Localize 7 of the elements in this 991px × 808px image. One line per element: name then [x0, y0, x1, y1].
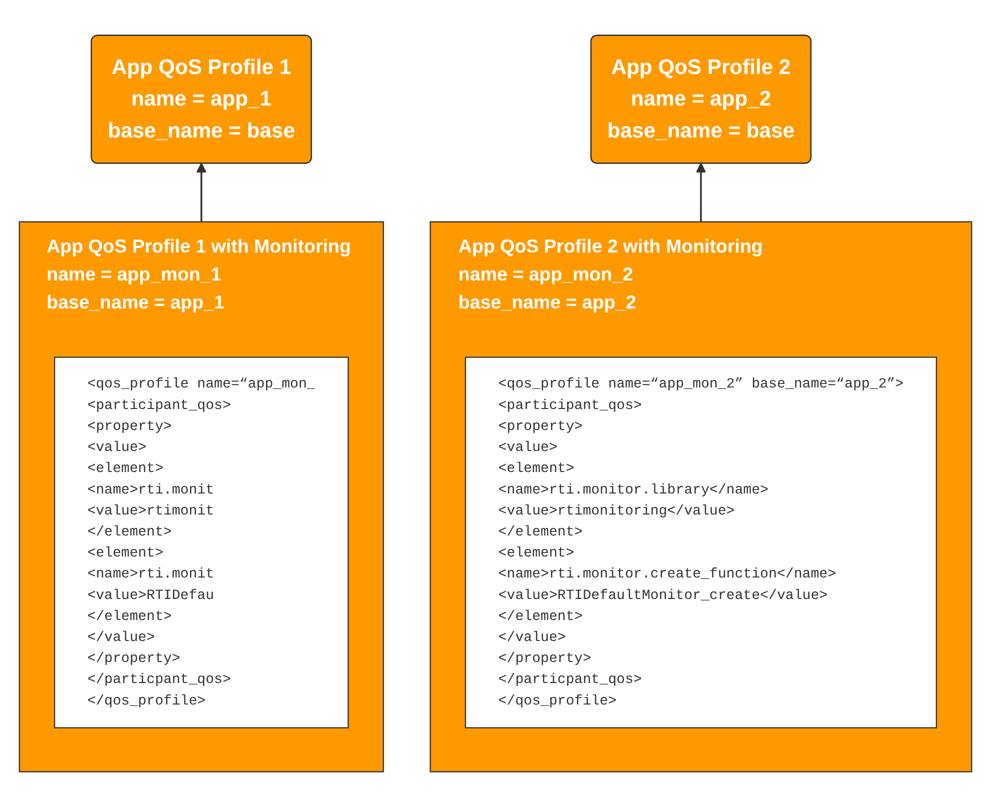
flowchart-diagram: App QoS Profile 1 with Monitoring name = app_mon_1 base_name = app_1 <qos_profile name=“app_mon_ <participant_qos> <property> <value> <element> <name>rti.monit <value>rtimonit </element> <element> <name>rti.monit <value>RTIDefau </element> </value> </property> </particpant_qos> </qos_profile> App QoS Profile 2 with Monitoring name = app_mon_2 base_name = app_2 <qos_profile name=“app_mon_2” base_name=“app_2”> <participant_qos> <property> <value> <element> <name>rti.monitor.library</name> <value>rtimonitoring</value> </element> <element> <name>rti.monitor.create_function</name> <value>RTIDefaultMonitor_create</value> </element> </value> </property> </particpant_qos> </qos_profile> App QoS Profile 1 name = app_1 base_name = base App QoS Profile 2 name = app_2 base_name = base	[10, 26, 981, 782]
cluster	[430, 222, 972, 773]
node-box	[54, 357, 349, 729]
node-box	[464, 357, 938, 729]
arrow	[696, 163, 706, 222]
arrow	[196, 163, 207, 222]
cluster	[18, 222, 384, 773]
